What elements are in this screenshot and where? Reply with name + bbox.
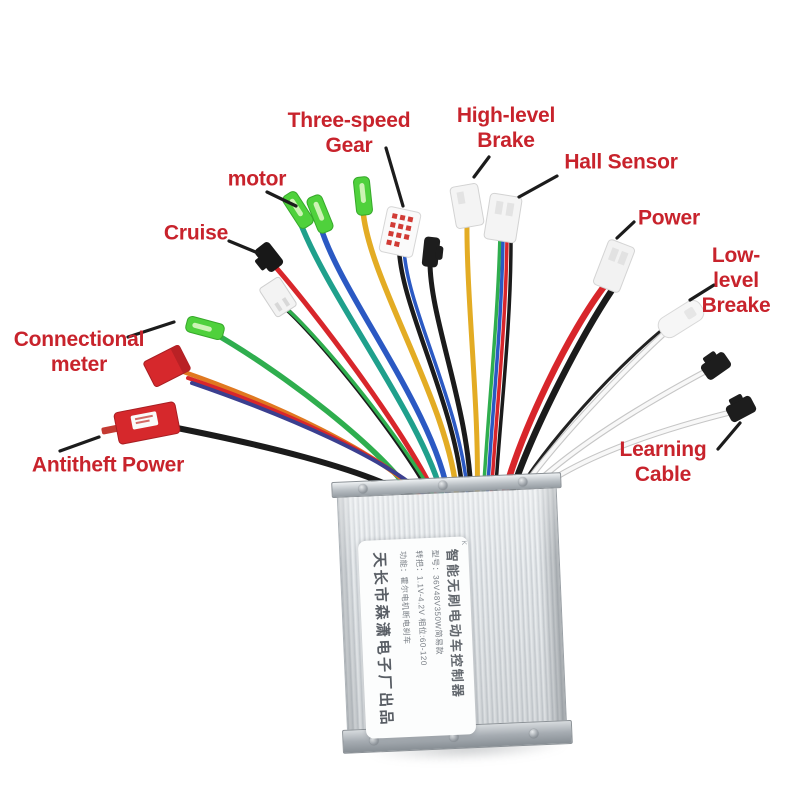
power-connector <box>592 239 636 293</box>
label-low-level-breake: Low-level Breake <box>701 244 771 318</box>
wire-motor-blue <box>318 225 452 502</box>
device-label-function: 功能：霍尔电机断电刹车 <box>398 550 412 645</box>
device-label-maker: 天长市森潇电子厂出品 <box>370 551 395 728</box>
screw-icon <box>438 480 448 490</box>
box-body: K 智能无刷电动车控制器 型号：36V48V350W简易款 转把：1.1V-4.… <box>336 488 567 739</box>
hall-sensor-connector <box>483 192 523 244</box>
label-learning-cable: Learning Cable <box>619 437 707 486</box>
low-level-breake-connector <box>657 299 705 339</box>
wire-jst-green <box>286 308 438 502</box>
three-speed-gear-connector <box>378 206 422 258</box>
meter-spade-connector <box>185 315 225 341</box>
antitheft-power-connector <box>101 401 181 445</box>
device-label-mark: K <box>459 540 468 546</box>
connectors <box>101 176 757 445</box>
leader-connectional-meter <box>126 320 176 339</box>
screw-icon <box>358 484 368 494</box>
wire-hall-red <box>489 236 509 502</box>
wire-power-red <box>499 280 610 503</box>
leader-cruise <box>227 239 260 255</box>
black-bullet-connector <box>421 236 444 268</box>
leader-three-speed-gear <box>384 146 405 208</box>
connectional-meter-connector <box>143 344 191 388</box>
high-level-brake-connector <box>449 183 485 229</box>
screw-icon <box>518 477 528 487</box>
wire-hall-blue <box>485 234 505 502</box>
white-jst-connector <box>259 276 297 318</box>
wire-motor-teal <box>297 219 446 502</box>
spare-sm-connector <box>700 351 732 380</box>
motor-spade-connector-2 <box>306 194 334 234</box>
wire-cruise <box>269 260 440 502</box>
learning-cable-connector <box>725 394 757 423</box>
label-motor: motor <box>227 167 287 191</box>
label-three-speed-gear: Three-speed Gear <box>287 108 411 157</box>
wire-highbrake-yellow <box>464 215 480 502</box>
label-hall-sensor: Hall Sensor <box>564 150 678 174</box>
leader-power <box>615 220 636 240</box>
leader-learning-cable <box>716 421 742 451</box>
leader-motor <box>265 190 298 208</box>
device-label: K 智能无刷电动车控制器 型号：36V48V350W简易款 转把：1.1V-4.… <box>357 536 477 739</box>
leader-lines <box>58 146 742 453</box>
label-high-level-brake: High-level Brake <box>456 103 556 152</box>
leader-high-level-brake <box>472 155 491 179</box>
leader-antitheft-power <box>58 435 101 453</box>
wire-threespeed-black <box>396 241 466 502</box>
cruise-connector <box>254 242 284 272</box>
label-antitheft-power: Antitheft Power <box>31 453 185 477</box>
wire-hall-black <box>493 238 513 502</box>
leader-hall-sensor <box>517 174 559 199</box>
screw-icon <box>529 728 539 739</box>
wire-connectional-meter <box>209 329 418 502</box>
device-label-title: 智能无刷电动车控制器 <box>444 548 466 700</box>
label-cruise: Cruise <box>163 221 229 245</box>
leader-low-level-breake <box>688 283 716 302</box>
wire-black-connector <box>427 259 474 502</box>
wire-harness <box>169 207 735 505</box>
device-label-throttle: 转把：1.1V-4.2V 相位:60-120 <box>414 550 429 666</box>
gear-spade-connector <box>353 176 373 216</box>
label-power: Power <box>637 206 701 230</box>
wire-hall-green <box>481 232 502 501</box>
device-label-model: 型号：36V48V350W简易款 <box>430 549 444 656</box>
label-connectional-meter: Connectional meter <box>13 327 145 376</box>
controller-box: K 智能无刷电动车控制器 型号：36V48V350W简易款 转把：1.1V-4.… <box>331 472 573 754</box>
wire-threespeed-blue <box>402 246 470 502</box>
wire-gear-yellow <box>360 207 460 502</box>
